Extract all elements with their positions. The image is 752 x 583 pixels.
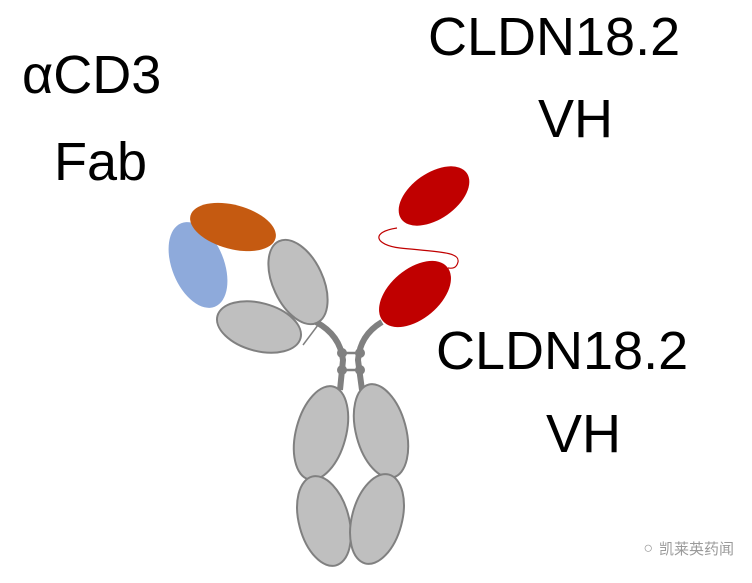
label-cldn-bottom: CLDN18.2 <box>436 321 689 381</box>
wechat-icon: ○ <box>643 539 653 557</box>
ch1-domain <box>267 238 329 326</box>
ch3-right <box>349 473 405 565</box>
cldn-vh-bottom <box>379 260 451 328</box>
label-acd3: αCD3 <box>22 45 162 105</box>
cldn-vh-top <box>398 166 470 226</box>
hinge-dot <box>355 365 365 375</box>
vh-domain-orange <box>190 202 276 252</box>
cl-domain <box>216 300 302 354</box>
hinge-dot <box>337 365 347 375</box>
ch2-left <box>292 385 350 481</box>
hinge-right <box>354 319 384 391</box>
hinge-dot <box>337 348 347 358</box>
hinge-left <box>314 319 347 391</box>
vl-domain-blue <box>168 222 228 308</box>
ch2-right <box>352 383 410 479</box>
ch3-left <box>296 475 352 567</box>
hinge-dot <box>355 348 365 358</box>
watermark: ○ 凯莱英药闻 <box>643 538 734 559</box>
label-vh-top: VH <box>538 89 614 149</box>
label-fab: Fab <box>54 132 148 192</box>
label-cldn-top: CLDN18.2 <box>428 7 681 67</box>
watermark-text: 凯莱英药闻 <box>658 541 734 558</box>
fab-connector <box>302 324 319 346</box>
label-vh-bottom: VH <box>546 404 622 464</box>
linker <box>378 227 459 269</box>
